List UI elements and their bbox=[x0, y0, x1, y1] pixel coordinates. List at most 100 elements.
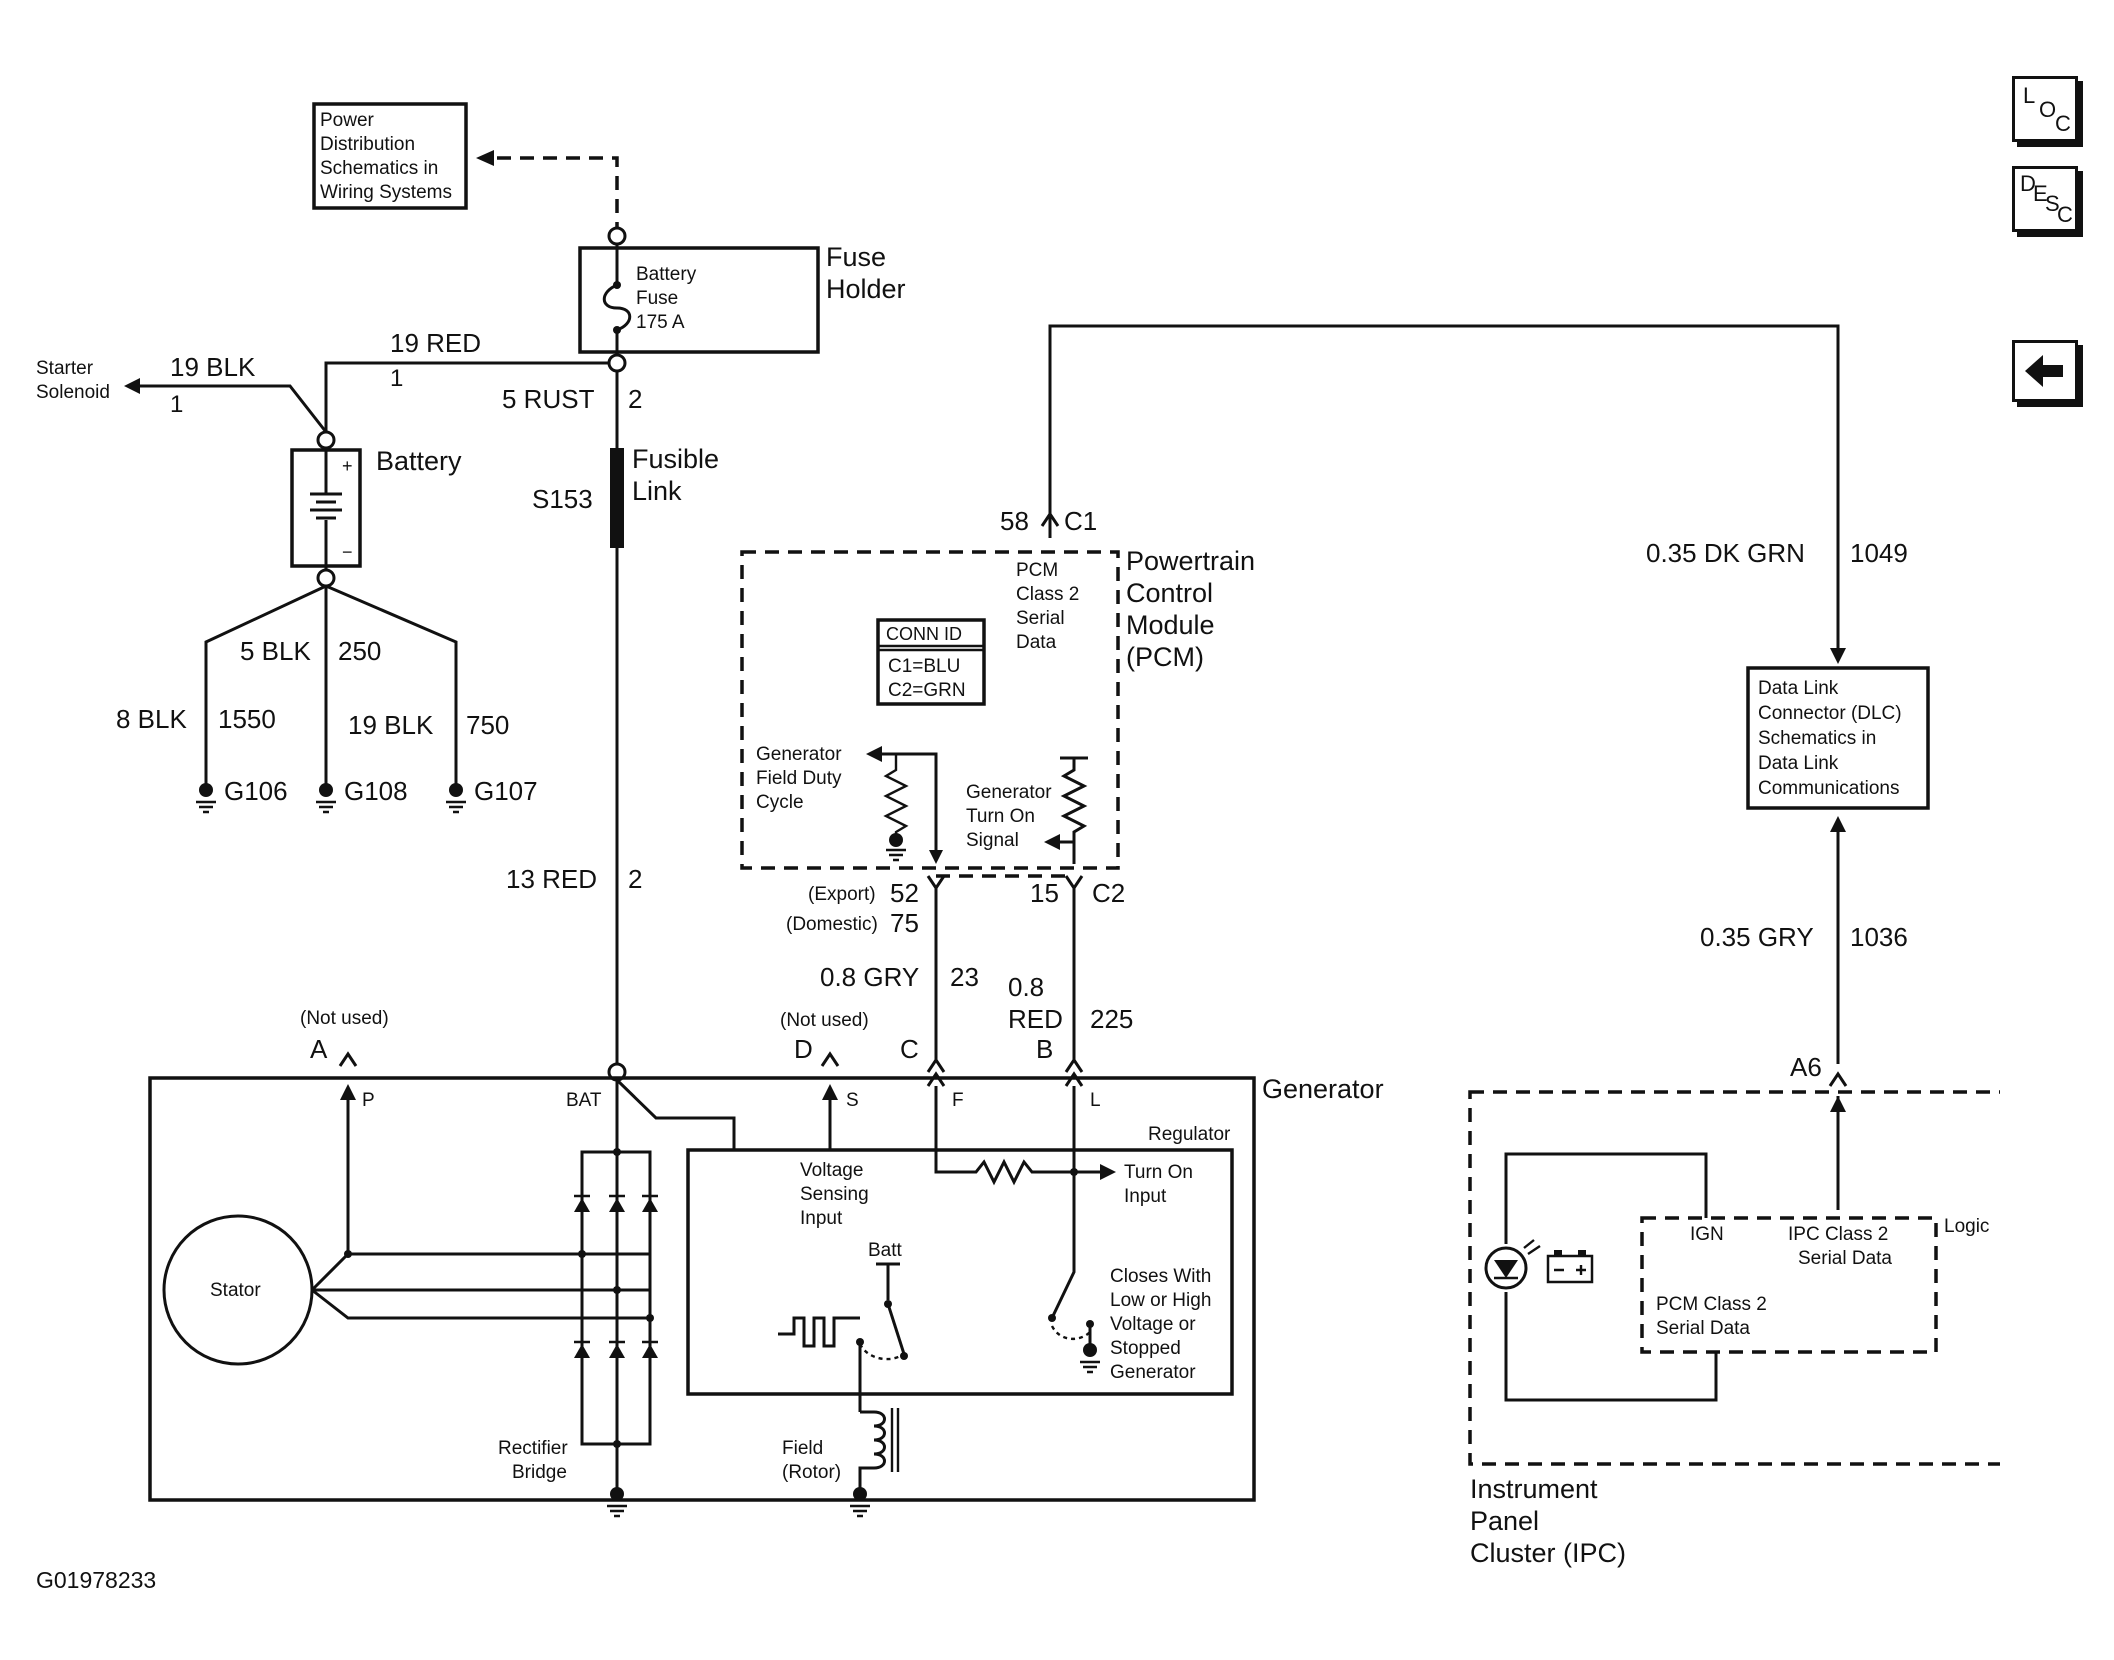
wire-5blk: 5 BLK bbox=[240, 636, 311, 666]
wire-19blk-top: 19 BLK bbox=[170, 352, 256, 382]
ipc-ign: IGN bbox=[1690, 1224, 1724, 1245]
gen-turn-2: Turn On bbox=[966, 806, 1035, 827]
arrow-left-icon bbox=[2025, 355, 2063, 387]
wire-19blk-ckt: 750 bbox=[466, 710, 509, 740]
battery-warning-icon bbox=[1546, 1250, 1594, 1284]
rectifier-label-2: Bridge bbox=[512, 1462, 567, 1483]
turn-on-input-2: Input bbox=[1124, 1186, 1167, 1207]
dlc-line-4: Data Link bbox=[1758, 753, 1839, 774]
regulator-box bbox=[686, 1148, 1234, 1396]
fusible-link-label-1: Fusible bbox=[632, 444, 719, 474]
terminal-p: P bbox=[362, 1090, 375, 1111]
loc-l: L bbox=[2023, 83, 2036, 108]
generator-title: Generator bbox=[1262, 1074, 1384, 1104]
ground-g106-label: G106 bbox=[224, 776, 288, 806]
power-dist-line-1: Power bbox=[320, 110, 375, 131]
pcm-serial-3: Serial bbox=[1016, 608, 1065, 629]
fuse-holder-title-1: Fuse bbox=[826, 242, 886, 272]
fusible-link-label-2: Link bbox=[632, 476, 682, 506]
pcm-c1-pin: 58 bbox=[1000, 506, 1029, 536]
splice-s153: S153 bbox=[532, 484, 593, 514]
turn-on-input-1: Turn On bbox=[1124, 1162, 1193, 1183]
ipc-logic-box bbox=[1640, 1216, 1938, 1354]
wire-19red-pin: 1 bbox=[390, 365, 403, 392]
dlc-line-5: Communications bbox=[1758, 778, 1900, 799]
fusible-link bbox=[610, 448, 624, 548]
ground-g108 bbox=[316, 783, 336, 814]
pcm-serial-2: Class 2 bbox=[1016, 584, 1079, 605]
not-used-a: (Not used) bbox=[300, 1008, 389, 1029]
ipc-title-1: Instrument bbox=[1470, 1474, 1598, 1504]
terminal-d: D bbox=[794, 1034, 813, 1064]
pcm-title-3: Module bbox=[1126, 610, 1215, 640]
wire-19blk-top-pin: 1 bbox=[170, 391, 183, 418]
ipc-serial-2: Serial Data bbox=[1798, 1248, 1892, 1269]
power-distribution-box[interactable] bbox=[312, 102, 468, 210]
loc-button[interactable]: L O C bbox=[2012, 76, 2078, 142]
pcm-title-1: Powertrain bbox=[1126, 546, 1255, 576]
pcm-domestic: (Domestic) bbox=[786, 914, 878, 935]
regulator-label: Regulator bbox=[1148, 1124, 1231, 1145]
wire-dkgrn: 0.35 DK GRN bbox=[1646, 538, 1805, 568]
gen-turn-1: Generator bbox=[966, 782, 1052, 803]
wire-08red-a: 0.8 bbox=[1008, 972, 1044, 1002]
back-button[interactable] bbox=[2012, 340, 2078, 402]
pcm-c2: C2 bbox=[1092, 878, 1125, 908]
closes-with-5: Generator bbox=[1110, 1362, 1196, 1383]
ipc-a6: A6 bbox=[1790, 1052, 1822, 1082]
terminal-l: L bbox=[1090, 1090, 1101, 1111]
dlc-line-2: Connector (DLC) bbox=[1758, 703, 1902, 724]
ground-g106 bbox=[196, 783, 216, 814]
field-label-1: Field bbox=[782, 1438, 823, 1459]
battery-minus: − bbox=[342, 542, 353, 562]
wire-8blk: 8 BLK bbox=[116, 704, 187, 734]
pcm-box[interactable] bbox=[740, 550, 1120, 870]
ground-g108-label: G108 bbox=[344, 776, 408, 806]
ipc-box[interactable] bbox=[1468, 1090, 2000, 1466]
battery-plus: + bbox=[342, 456, 353, 476]
ipc-title-2: Panel bbox=[1470, 1506, 1539, 1536]
batt-label: Batt bbox=[868, 1240, 903, 1261]
wire-08red-ckt: 225 bbox=[1090, 1004, 1133, 1034]
fuse-label-1: Battery bbox=[636, 264, 697, 285]
pcm-title-4: (PCM) bbox=[1126, 642, 1204, 672]
pcm-serial-1: PCM bbox=[1016, 560, 1058, 581]
voltage-sensing-1: Voltage bbox=[800, 1160, 863, 1181]
terminal-b: B bbox=[1036, 1034, 1053, 1064]
wire-13red: 13 RED bbox=[506, 864, 597, 894]
wire-5rust-ckt: 2 bbox=[628, 384, 642, 414]
wiring-diagram: Power Distribution Schematics in Wiring … bbox=[36, 102, 2000, 1593]
rectifier-label-1: Rectifier bbox=[498, 1438, 568, 1459]
terminal-f: F bbox=[952, 1090, 964, 1111]
desc-c: C bbox=[2057, 202, 2073, 227]
battery-label: Battery bbox=[376, 446, 462, 476]
ipc-pcm-serial-2: Serial Data bbox=[1656, 1318, 1750, 1339]
dlc-box[interactable] bbox=[1746, 666, 1930, 810]
desc-s: S bbox=[2045, 191, 2060, 216]
gen-field-1: Generator bbox=[756, 744, 842, 765]
gen-field-3: Cycle bbox=[756, 792, 804, 813]
gen-turn-3: Signal bbox=[966, 830, 1019, 851]
wire-5blk-ckt: 250 bbox=[338, 636, 381, 666]
power-dist-line-2: Distribution bbox=[320, 134, 415, 155]
voltage-sensing-2: Sensing bbox=[800, 1184, 869, 1205]
desc-button[interactable]: D E S C bbox=[2012, 166, 2078, 232]
pcm-c2-pin: 15 bbox=[1030, 878, 1059, 908]
terminal-s: S bbox=[846, 1090, 859, 1111]
ipc-serial-1: IPC Class 2 bbox=[1788, 1224, 1888, 1245]
fuse-label-3: 175 A bbox=[636, 312, 685, 333]
dlc-line-1: Data Link bbox=[1758, 678, 1839, 699]
stator-label: Stator bbox=[210, 1280, 261, 1301]
wire-5rust: 5 RUST bbox=[502, 384, 595, 414]
power-dist-line-3: Schematics in bbox=[320, 158, 438, 179]
field-label-2: (Rotor) bbox=[782, 1462, 841, 1483]
ground-g107 bbox=[446, 783, 466, 814]
generator-box[interactable] bbox=[148, 1076, 1256, 1502]
not-used-d: (Not used) bbox=[780, 1010, 869, 1031]
terminal-bat: BAT bbox=[566, 1090, 602, 1111]
wire-08red-b: RED bbox=[1008, 1004, 1063, 1034]
fuse-holder-box bbox=[578, 246, 820, 354]
closes-with-2: Low or High bbox=[1110, 1290, 1211, 1311]
dlc-line-3: Schematics in bbox=[1758, 728, 1876, 749]
voltage-sensing-3: Input bbox=[800, 1208, 843, 1229]
